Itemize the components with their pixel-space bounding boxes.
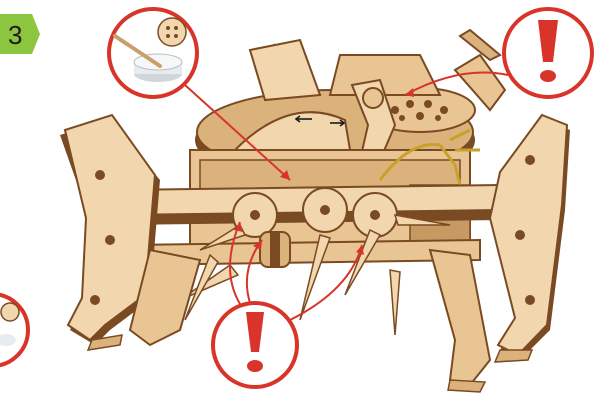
- callout-ring: [109, 9, 197, 97]
- gear-right: [353, 193, 397, 237]
- gear-middle: [303, 188, 347, 232]
- warning-callout-top: [504, 9, 592, 97]
- leg-front-right: [490, 115, 570, 362]
- warning-callout-bottom: [213, 303, 297, 387]
- leg-bottom-right: [430, 250, 490, 392]
- barrel-part: [260, 232, 290, 267]
- lubricant-callout: [109, 9, 197, 97]
- lubricant-callout-partial: [0, 294, 28, 366]
